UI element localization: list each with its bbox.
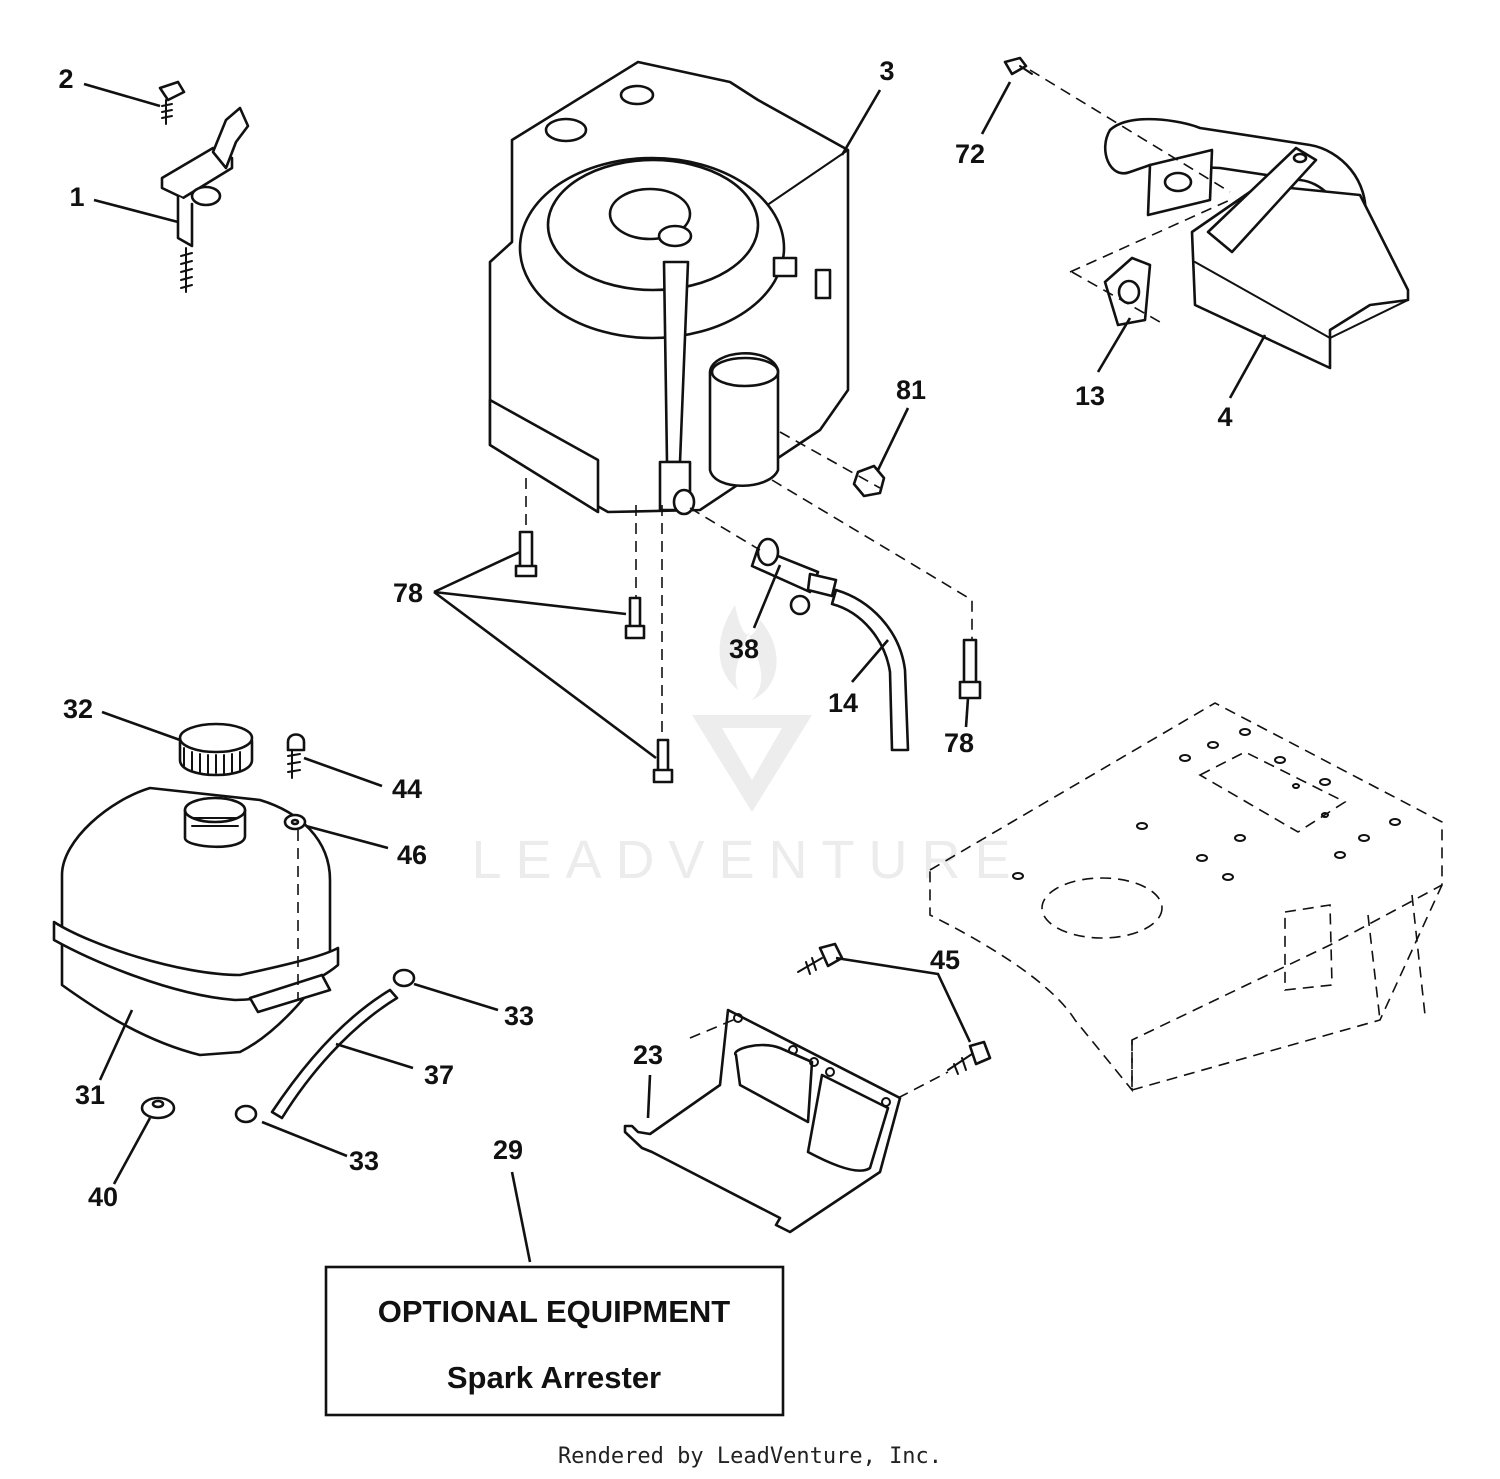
callout-labels: 2 1 3 72 13 4 81 78 38 14 78 32 44 46 45… [58,56,1232,1212]
callout-29: 29 [493,1135,523,1165]
callout-45: 45 [930,945,960,975]
callout-38: 38 [729,634,759,664]
spark-arrester-label: Spark Arrester [447,1360,661,1395]
callout-46: 46 [397,840,427,870]
callout-2: 2 [58,64,73,94]
mounting-frame [929,702,1443,1093]
alignment-lines [297,69,1231,1099]
watermark-text: LEADVENTURE [471,830,1024,890]
callout-81: 81 [896,375,926,405]
callout-32: 32 [63,694,93,724]
throttle-control [158,80,250,293]
muffler-assembly [1003,56,1410,370]
callout-1: 1 [69,182,84,212]
callout-4: 4 [1217,402,1232,432]
callout-33-bottom: 33 [349,1146,379,1176]
optional-equipment-box: OPTIONAL EQUIPMENT Spark Arrester [324,1265,785,1417]
callout-33-top: 33 [504,1001,534,1031]
render-credit: Rendered by LeadVenture, Inc. [557,1444,943,1469]
leadventure-watermark: LEADVENTURE [471,605,1024,890]
callout-78-left: 78 [393,578,423,608]
callout-78-right: 78 [944,728,974,758]
callout-40: 40 [88,1182,118,1212]
callout-31: 31 [75,1080,105,1110]
leader-lines [83,81,1267,1263]
callout-3: 3 [879,56,894,86]
callout-44: 44 [392,774,422,804]
callout-23: 23 [633,1040,663,1070]
callout-72: 72 [955,139,985,169]
callout-37: 37 [424,1060,454,1090]
fuel-tank [52,722,416,1124]
optional-equipment-title: OPTIONAL EQUIPMENT [378,1294,731,1329]
callout-13: 13 [1075,381,1105,411]
heat-shield [623,942,992,1234]
fuel-pump-and-hardware [514,464,982,784]
callout-14: 14 [828,688,858,718]
engine [488,60,850,516]
